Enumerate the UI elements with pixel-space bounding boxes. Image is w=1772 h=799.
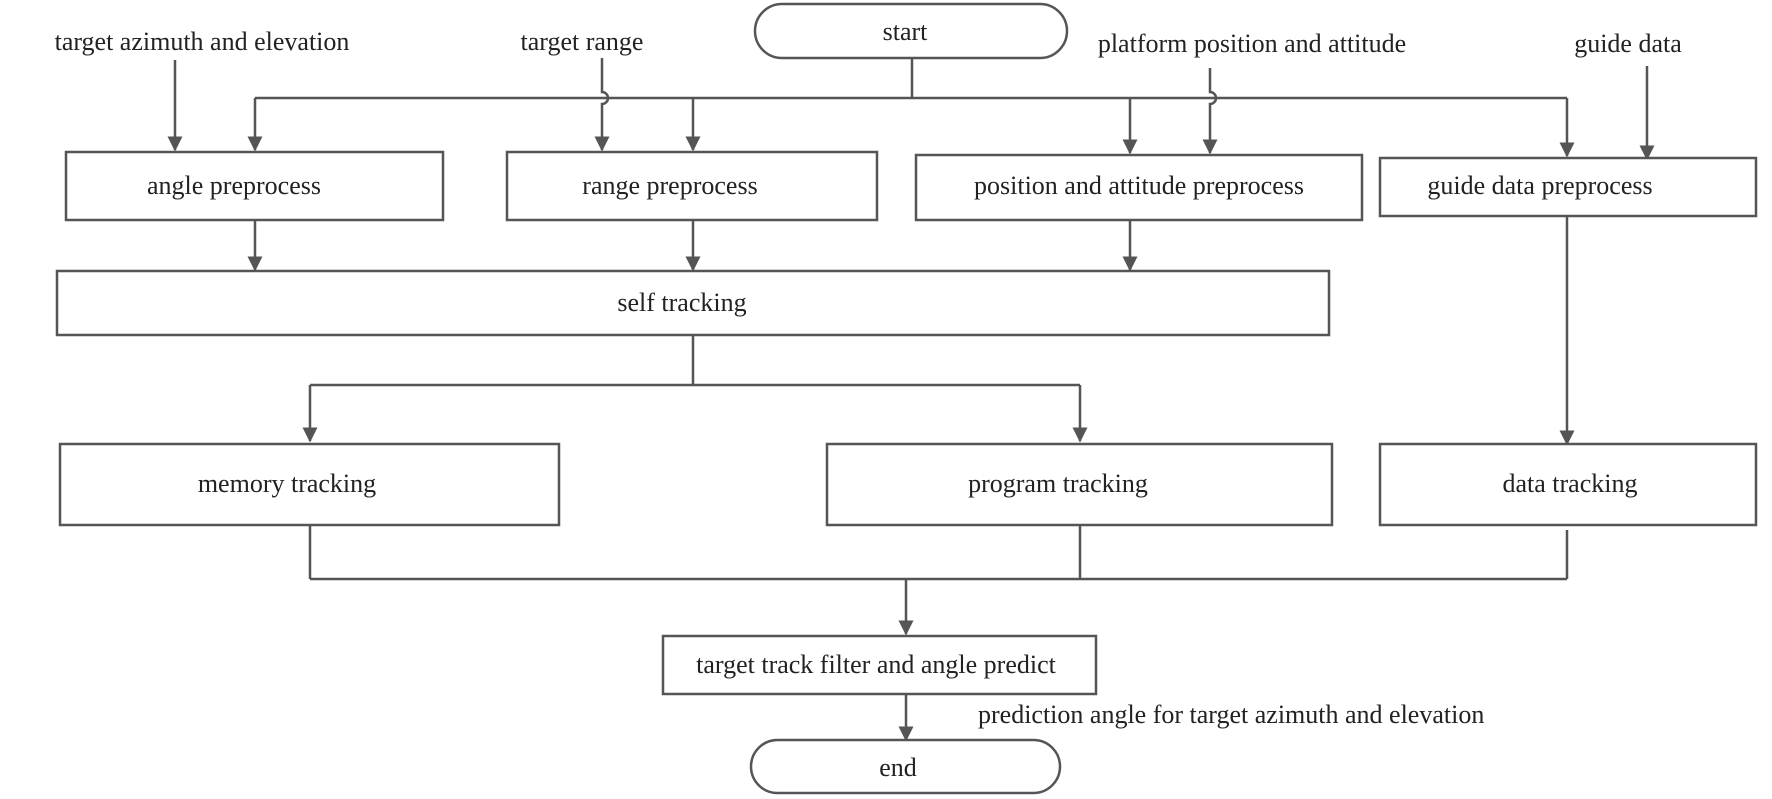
position-preprocess-label: position and attitude preprocess <box>974 171 1304 200</box>
guide-preprocess-box <box>1378 156 1758 218</box>
output-prediction-angle-label: prediction angle for target azimuth and … <box>978 700 1484 729</box>
arrow-platform-input <box>1202 68 1218 155</box>
filter-node: target track filter and angle predict <box>661 634 1098 696</box>
program-tracking-box <box>825 442 1334 527</box>
input-guide-data: guide data <box>1574 29 1682 58</box>
input-platform-position-attitude: platform position and attitude <box>1098 29 1406 58</box>
filter-box <box>661 634 1098 696</box>
guide-preprocess-node: guide data preprocess <box>1378 156 1758 218</box>
angle-preprocess-box <box>64 150 445 222</box>
range-preprocess-label: range preprocess <box>582 171 757 200</box>
angle-preprocess-node: angle preprocess <box>64 150 445 222</box>
start-terminal-shape <box>753 2 1069 60</box>
angle-preprocess-label: angle preprocess <box>147 171 321 200</box>
memory-tracking-box <box>58 442 561 527</box>
arrow-range-input <box>594 58 610 152</box>
merge-connector <box>308 522 1569 581</box>
memory-tracking-label: memory tracking <box>198 469 376 498</box>
start-label: start <box>883 17 929 46</box>
memory-tracking-node: memory tracking <box>58 442 561 527</box>
self-tracking-node: self tracking <box>55 269 1331 337</box>
position-preprocess-node: position and attitude preprocess <box>914 153 1364 222</box>
start-node: start <box>753 2 1069 60</box>
end-node: end <box>749 738 1062 795</box>
range-preprocess-box <box>505 150 879 222</box>
self-tracking-label: self tracking <box>617 288 746 317</box>
start-connector <box>255 58 1567 100</box>
program-tracking-node: program tracking <box>825 442 1334 527</box>
self-tracking-split <box>310 335 1080 387</box>
data-tracking-label: data tracking <box>1503 469 1638 498</box>
end-label: end <box>879 753 917 782</box>
filter-label: target track filter and angle predict <box>696 650 1057 679</box>
data-tracking-box <box>1378 442 1758 527</box>
input-target-range: target range <box>521 27 644 56</box>
self-tracking-box <box>55 269 1331 337</box>
data-tracking-node: data tracking <box>1378 442 1758 527</box>
guide-preprocess-label: guide data preprocess <box>1427 171 1652 200</box>
input-target-azimuth-elevation: target azimuth and elevation <box>55 27 350 56</box>
connectors <box>167 58 1655 742</box>
position-preprocess-box <box>914 153 1364 222</box>
range-preprocess-node: range preprocess <box>505 150 879 222</box>
end-terminal-shape <box>749 738 1062 795</box>
program-tracking-label: program tracking <box>968 469 1148 498</box>
